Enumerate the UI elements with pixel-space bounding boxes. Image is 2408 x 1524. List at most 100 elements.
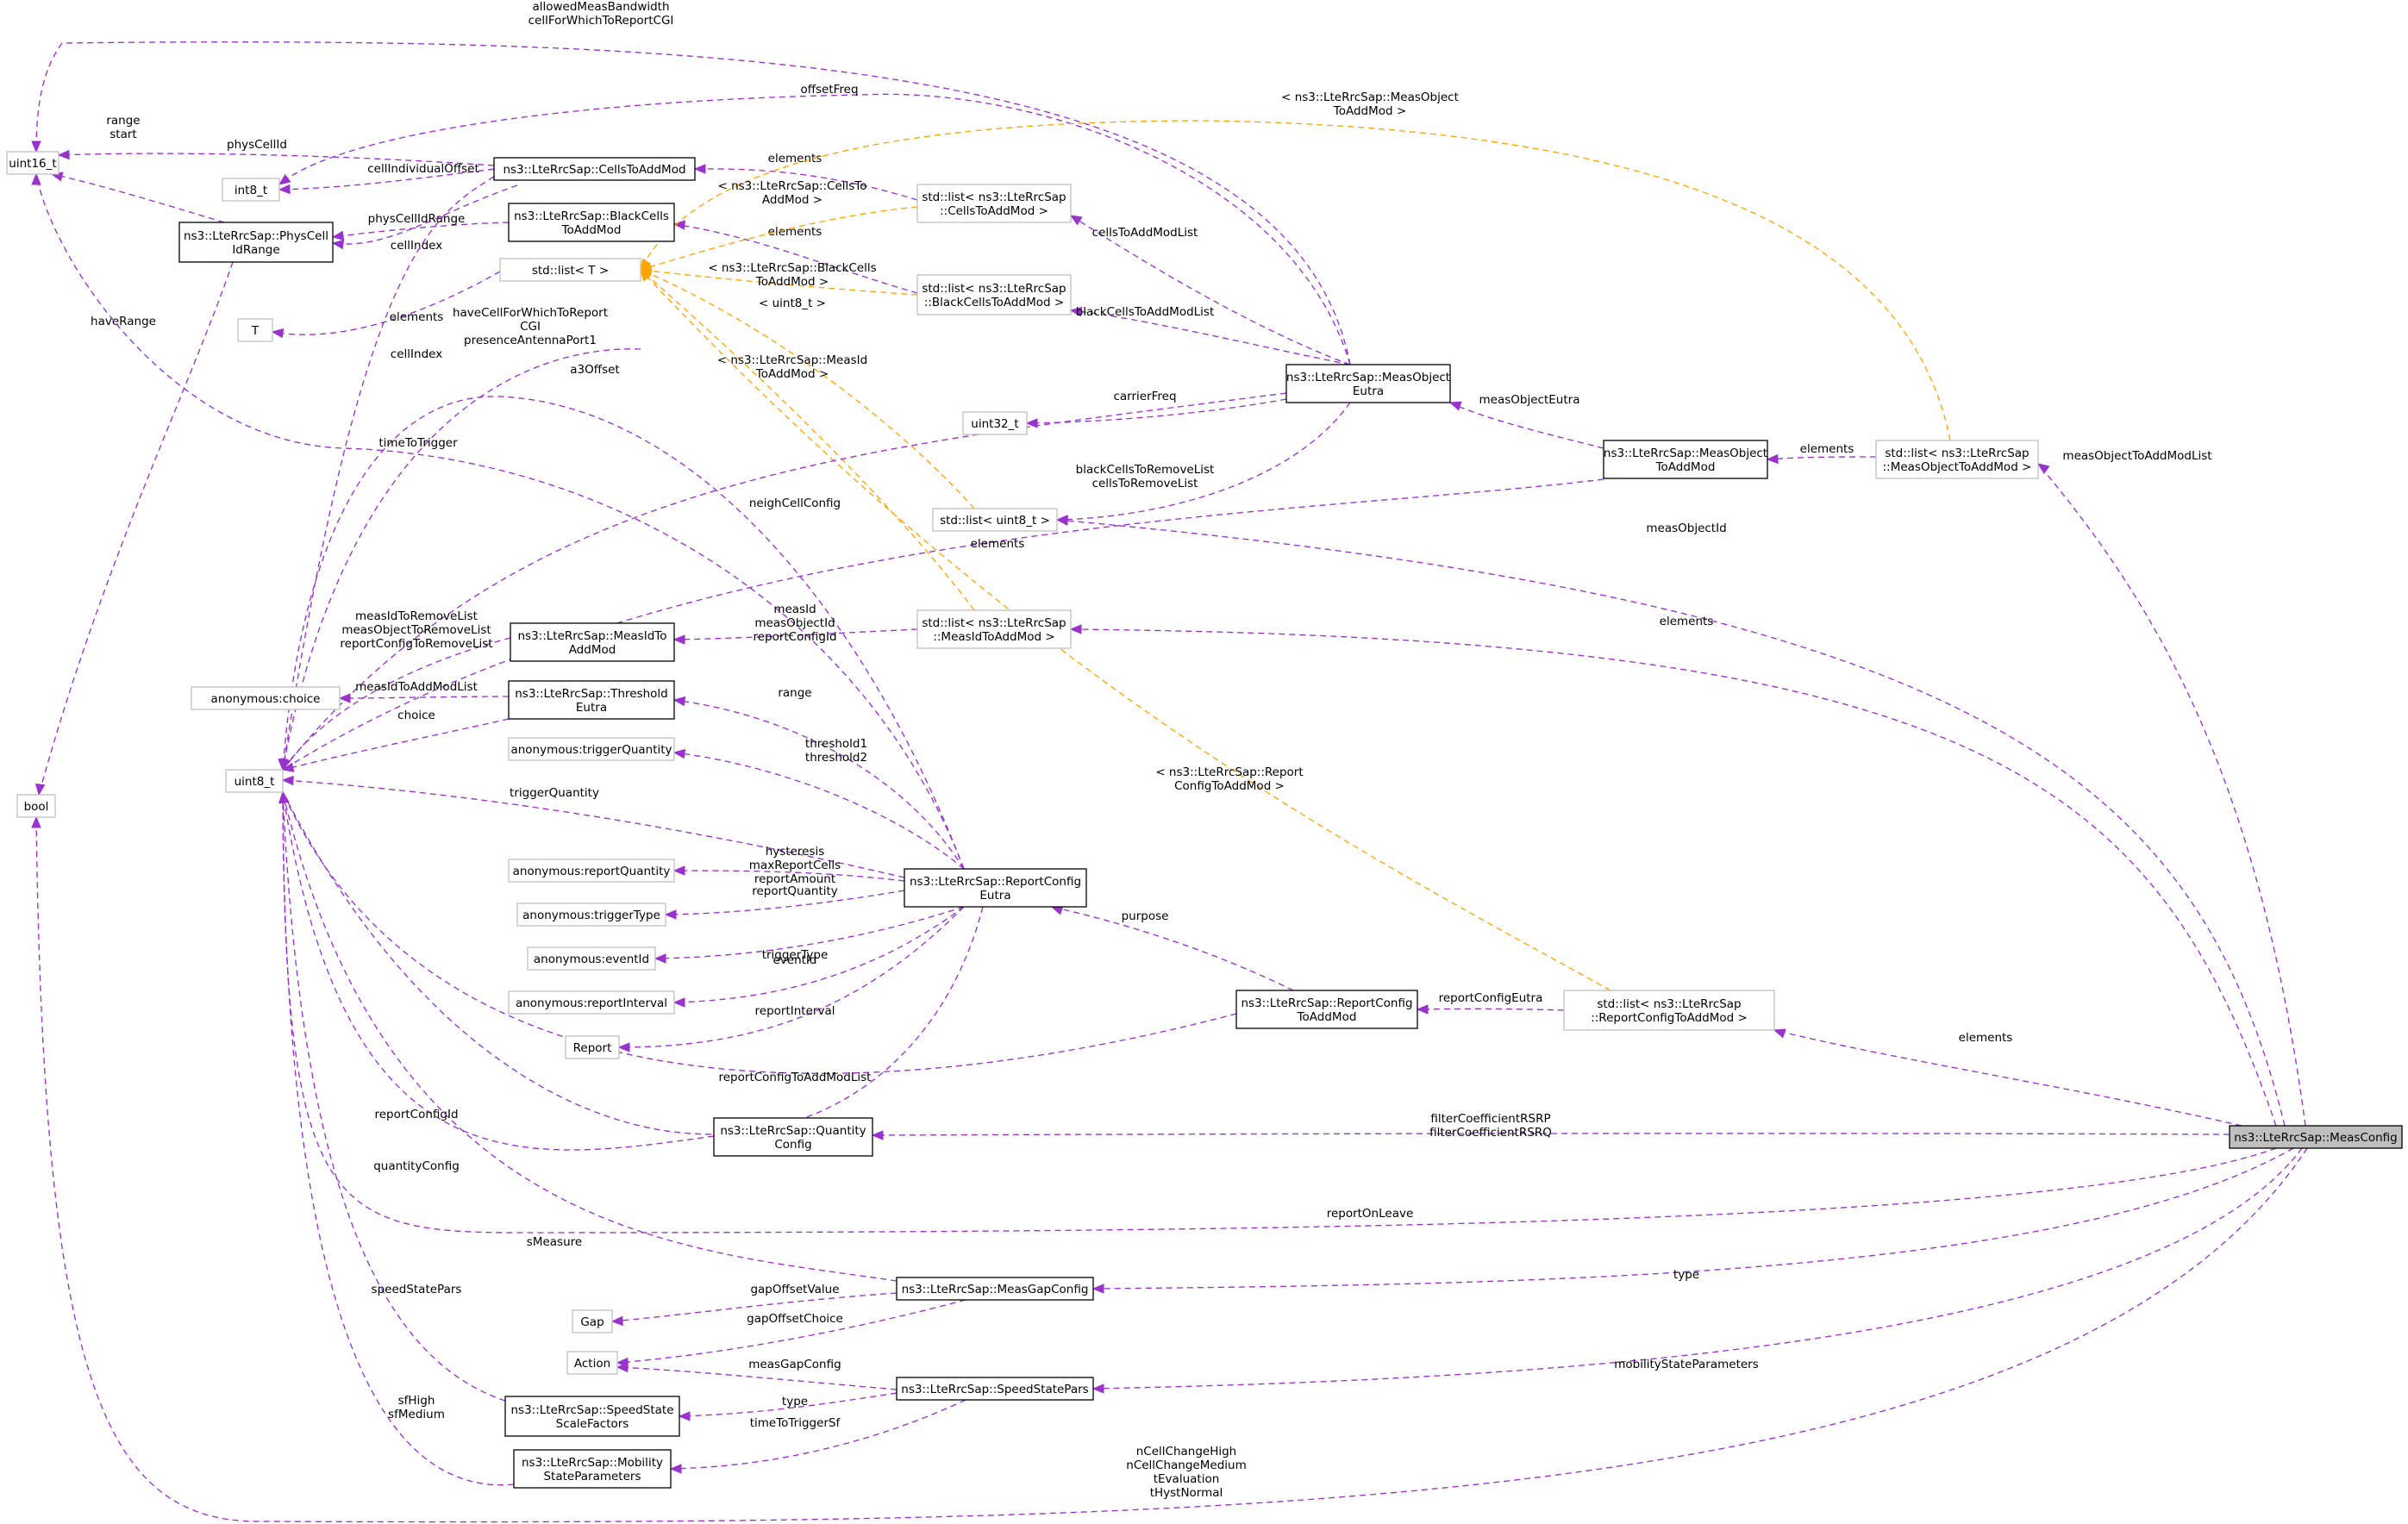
node-listrepcfg[interactable]: std::list< ns3::LteRrcSap::ReportConfigT… [1563, 990, 1775, 1031]
node-report[interactable]: Report [565, 1035, 620, 1059]
node-T[interactable]: T [237, 318, 273, 342]
node-box [508, 680, 675, 720]
node-label: ns3::LteRrcSap::MeasConfig [2234, 1131, 2398, 1145]
edge-label: elements [1959, 1031, 2013, 1045]
edge-label-line: neighCellConfig [749, 497, 841, 510]
node-label: bool [24, 800, 49, 814]
node-eventId[interactable]: anonymous:eventId [527, 946, 656, 971]
edge-label-line: elements [390, 310, 444, 324]
edge-label: measGapConfig [748, 1358, 841, 1371]
node-label: uint16_t [9, 157, 56, 171]
edge-path [673, 223, 918, 294]
node-measgap[interactable]: ns3::LteRrcSap::MeasGapConfig [896, 1277, 1094, 1301]
node-label-line: std::list< T > [532, 264, 609, 278]
node-stdlistT[interactable]: std::list< T > [499, 258, 641, 282]
edge-path [282, 791, 2277, 1234]
edge-label-line: reportQuantity [752, 884, 838, 898]
node-action[interactable]: Action [566, 1351, 618, 1375]
node-label-line: ::MeasObjectToAddMod > [1883, 460, 2032, 474]
node-repInt[interactable]: anonymous:reportInterval [508, 990, 675, 1015]
node-label-line: std::list< ns3::LteRrcSap [922, 282, 1066, 296]
edge-path [673, 752, 965, 870]
edge-path [272, 271, 501, 335]
edge-label-line: sMeasure [527, 1235, 582, 1249]
edge-arrowhead [31, 172, 41, 185]
edge-label: reportInterval [755, 1004, 835, 1018]
node-box [962, 411, 1028, 435]
node-celltoadd[interactable]: ns3::LteRrcSap::CellsToAddMod [493, 157, 696, 181]
node-box [1875, 440, 2039, 479]
edge-label-line: < ns3::LteRrcSap::MeasId [717, 353, 867, 367]
edge-label-line: carrierFreq [1113, 390, 1176, 403]
edge-label-line: CGI [520, 320, 541, 334]
edge-arrowhead [281, 775, 294, 786]
edge-label: cellIndex [391, 239, 442, 253]
node-speedpars[interactable]: ns3::LteRrcSap::SpeedStatePars [896, 1377, 1094, 1401]
node-label-line: Eutra [576, 701, 607, 715]
node-anonchoice[interactable]: anonymous:choice [191, 686, 341, 710]
node-meascfg[interactable]: ns3::LteRrcSap::MeasConfig [2229, 1125, 2403, 1149]
edge-label: reportConfigEutra [1439, 991, 1543, 1005]
node-listuint8[interactable]: std::list< uint8_t > [932, 508, 1058, 532]
node-repQty[interactable]: anonymous:reportQuantity [508, 859, 675, 883]
edge-arrowhead [57, 149, 70, 160]
usage-edge: carrierFreq [1025, 390, 1287, 428]
edge-label-line: ConfigToAddMod > [1174, 779, 1285, 793]
node-listmeasobj[interactable]: std::list< ns3::LteRrcSap::MeasObjectToA… [1875, 440, 2039, 479]
node-int8[interactable]: int8_t [222, 178, 280, 202]
edge-label-line: offsetFreq [800, 83, 858, 97]
edge-path [673, 870, 905, 882]
node-trigQty[interactable]: anonymous:triggerQuantity [508, 737, 675, 761]
edge-label: physCellId [227, 138, 287, 152]
node-bool[interactable]: bool [16, 794, 56, 818]
edge-label: cellIndex [391, 347, 442, 361]
node-box [493, 157, 696, 181]
edge-label-line: reportConfigId [374, 1108, 458, 1121]
node-listmeasid[interactable]: std::list< ns3::LteRrcSap::MeasIdToAddMo… [916, 609, 1072, 649]
edge-path [282, 791, 898, 1282]
edge-label-line: blackCellsToAddModList [1076, 305, 1215, 319]
node-label-line: anonymous:triggerQuantity [510, 743, 672, 757]
edge-label-line: physCellIdRange [368, 212, 466, 226]
node-label-line: Eutra [1353, 384, 1384, 398]
node-label-line: uint32_t [971, 417, 1018, 431]
node-box [916, 609, 1072, 649]
node-gap[interactable]: Gap [572, 1309, 613, 1334]
node-label-line: anonymous:reportInterval [516, 996, 667, 1010]
node-label-line: ns3::LteRrcSap::PhysCell [184, 229, 328, 243]
node-uint16[interactable]: uint16_t [6, 151, 59, 175]
node-listcells[interactable]: std::list< ns3::LteRrcSap::CellsToAddMod… [916, 184, 1072, 223]
node-box [916, 274, 1072, 315]
edge-label-line: ToAddMod > [755, 275, 829, 289]
edge-arrowhead [271, 328, 285, 339]
node-uint32[interactable]: uint32_t [962, 411, 1028, 435]
node-listblack[interactable]: std::list< ns3::LteRrcSap::BlackCellsToA… [916, 274, 1072, 315]
usage-edge: cellsToAddModList [1069, 215, 1351, 365]
usage-edge: measObjectEutra [1448, 393, 1604, 449]
node-uint8[interactable]: uint8_t [225, 769, 284, 793]
edge-label: haveRange [91, 315, 156, 328]
usage-edge: type [678, 1392, 898, 1421]
node-trigType[interactable]: anonymous:triggerType [516, 903, 666, 927]
node-label-line: ::BlackCellsToAddMod > [924, 296, 1064, 309]
edge-path [1767, 456, 1877, 460]
usage-edge: triggerQuantity [281, 775, 905, 878]
edge-label-line: threshold1 [805, 737, 867, 751]
edge-path [282, 791, 984, 1135]
node-label-line: Config [774, 1138, 811, 1152]
